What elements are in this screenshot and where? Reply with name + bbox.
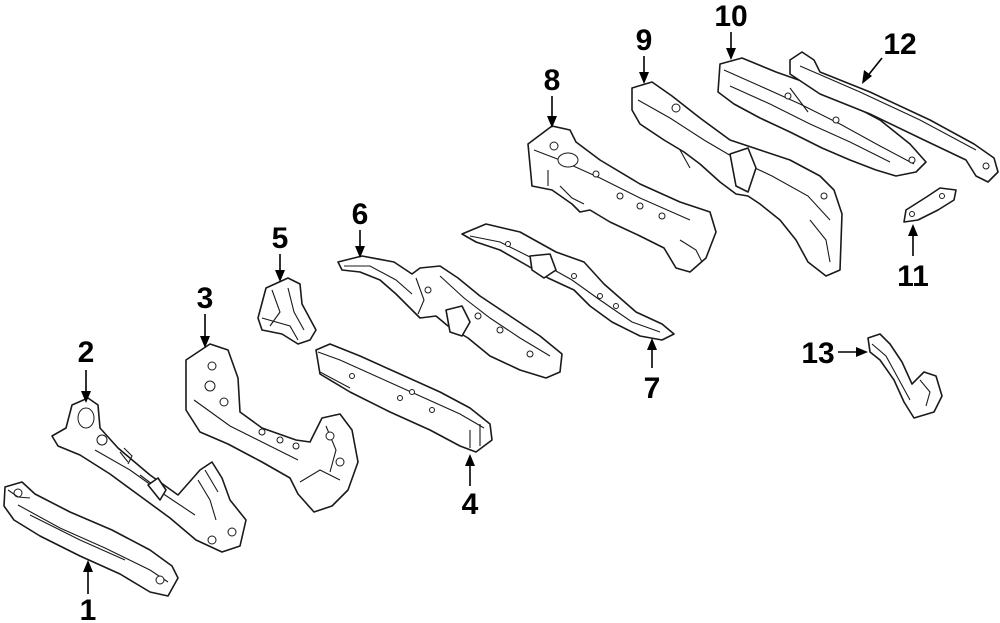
callout-9: 9 (636, 24, 653, 84)
callout-6: 6 (352, 198, 369, 258)
svg-text:11: 11 (897, 260, 929, 293)
callout-1: 1 (80, 560, 97, 623)
svg-text:4: 4 (462, 488, 479, 521)
part-11-small-bracket (903, 187, 957, 223)
part-9-rear-side-member (631, 81, 843, 277)
part-12-rod (789, 51, 999, 183)
svg-text:5: 5 (272, 222, 289, 255)
svg-text:10: 10 (714, 0, 747, 33)
part-6-side-rail (337, 255, 563, 379)
part-5-bracket (257, 277, 317, 345)
svg-text:7: 7 (644, 372, 661, 405)
callout-5: 5 (272, 222, 289, 282)
callout-10: 10 (714, 0, 748, 60)
callout-12: 12 (862, 28, 917, 84)
part-8-crossmember (527, 125, 717, 273)
part-1-crossmember (3, 481, 179, 597)
part-7-floor-member (461, 223, 675, 341)
part-4-crossmember-beam (315, 343, 493, 453)
svg-text:6: 6 (352, 198, 369, 231)
callout-8: 8 (544, 64, 561, 128)
part-3-side-member (185, 343, 359, 513)
part-13-hose (867, 333, 943, 419)
callout-11: 11 (897, 224, 929, 293)
callout-4: 4 (462, 454, 479, 521)
svg-text:12: 12 (883, 28, 916, 61)
callout-13: 13 (801, 337, 868, 370)
part-10-rear-member (717, 57, 927, 177)
svg-text:2: 2 (78, 336, 95, 369)
callout-3: 3 (197, 282, 214, 348)
callout-2: 2 (78, 336, 95, 403)
svg-text:13: 13 (801, 337, 834, 370)
svg-text:8: 8 (544, 64, 561, 97)
part-2-side-member (51, 397, 247, 553)
svg-text:1: 1 (80, 594, 97, 623)
svg-text:9: 9 (636, 24, 653, 57)
svg-text:3: 3 (197, 282, 214, 315)
callout-7: 7 (644, 338, 661, 405)
